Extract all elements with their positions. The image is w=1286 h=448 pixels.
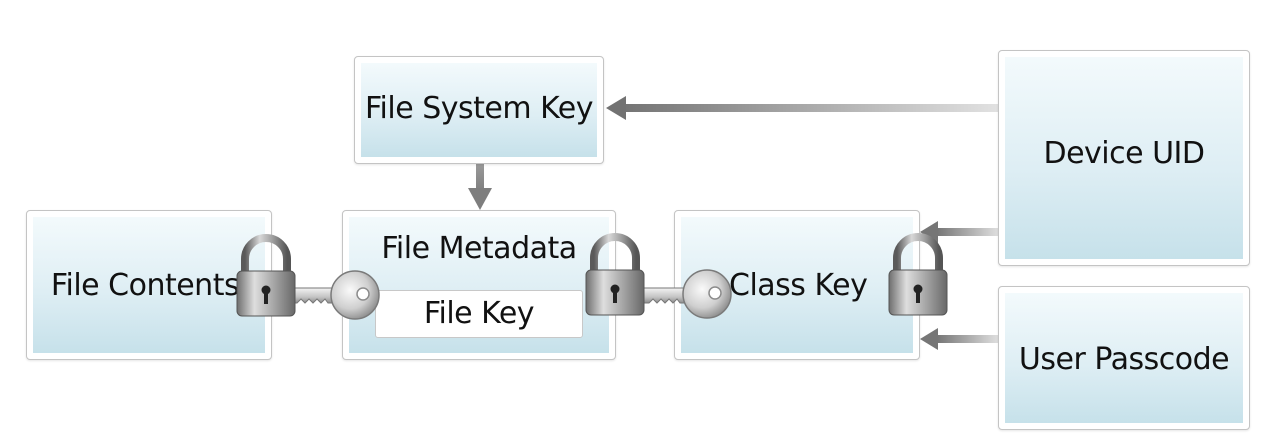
file-contents-label: File Contents <box>50 268 240 303</box>
file-metadata-node: File Metadata File Key <box>342 210 616 360</box>
arrow-device-uid-to-class-key <box>920 221 1000 243</box>
file-system-key-label: File System Key <box>364 91 594 126</box>
arrow-file-system-key-to-file-metadata <box>468 164 492 210</box>
arrow-device-uid-to-file-system-key <box>606 96 1000 120</box>
device-uid-node: Device UID <box>998 50 1250 266</box>
arrow-user-passcode-to-class-key <box>920 328 1000 350</box>
device-uid-label: Device UID <box>1043 136 1205 171</box>
file-system-key-node: File System Key <box>354 56 604 164</box>
user-passcode-label: User Passcode <box>1018 342 1230 377</box>
class-key-label: Class Key <box>729 268 868 303</box>
class-key-node: Class Key <box>674 210 920 360</box>
file-key-node: File Key <box>375 290 583 338</box>
user-passcode-node: User Passcode <box>998 286 1250 430</box>
file-contents-node: File Contents <box>26 210 272 360</box>
file-metadata-label: File Metadata <box>381 231 577 266</box>
